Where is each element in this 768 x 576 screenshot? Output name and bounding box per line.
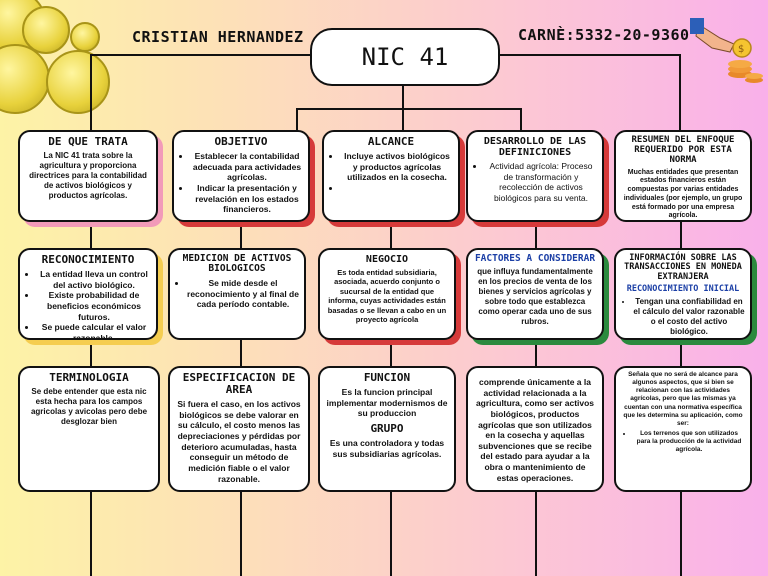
box-text: La NIC 41 trata sobre la agricultura y p… xyxy=(29,151,147,201)
comprende-box: comprende únicamente a la actividad rela… xyxy=(466,366,604,492)
connector-line xyxy=(90,492,92,576)
connector-line xyxy=(90,340,92,366)
moneda-box: INFORMACIÓN SOBRE LAS TRANSACCIONES EN M… xyxy=(614,248,752,340)
box-text: basadas o se llevan a cabo en un proyect… xyxy=(327,305,447,324)
box-text: Es la funcion principal implementar mode… xyxy=(326,387,448,419)
medicion-box: MEDICION DE ACTIVOS BIOLOGICOS Se mide d… xyxy=(168,248,306,340)
alcance-box: ALCANCE Incluye activos biológicos y pro… xyxy=(322,130,460,222)
box-text: Es una controladora y todas sus subsidia… xyxy=(329,438,445,459)
list-item: Establecer la contabilidad adecuada para… xyxy=(191,151,303,183)
connector-line xyxy=(240,222,242,248)
connector-line xyxy=(390,340,392,366)
list-item xyxy=(341,183,453,194)
box-title: TERMINOLOGIA xyxy=(49,371,129,384)
box-title: INFORMACIÓN SOBRE LAS TRANSACCIONES EN M… xyxy=(624,253,742,282)
box-title: DE QUE TRATA xyxy=(48,135,128,148)
connector-line xyxy=(680,340,682,366)
connector-line xyxy=(680,492,682,576)
coin-icon xyxy=(0,44,50,114)
connector-line xyxy=(402,82,404,108)
box-title: RECONOCIMIENTO xyxy=(41,253,135,266)
list-item: Existe probabilidad de beneficios económ… xyxy=(37,290,151,322)
especificacion-box: ESPECIFICACION DE AREA Si fuera el caso,… xyxy=(168,366,310,492)
carne-number: CARNÈ:5332-20-9360 xyxy=(518,26,690,44)
box-title: MEDICION DE ACTIVOS BIOLOGICOS xyxy=(182,253,292,275)
list-item: Se puede calcular el valor razonable. xyxy=(37,322,151,338)
box-text: comprende únicamente a la actividad rela… xyxy=(475,377,595,483)
box-title: NEGOCIO xyxy=(365,254,409,265)
coin-icon xyxy=(46,50,110,114)
list-item: La entidad lleva un control del activo b… xyxy=(37,269,151,290)
box-title: FUNCION xyxy=(363,371,411,384)
coin-icon xyxy=(22,6,70,54)
terminologia-box: TERMINOLOGIA Se debe entender que esta n… xyxy=(18,366,160,492)
box-title: ESPECIFICACION DE AREA xyxy=(182,371,296,397)
box-subtitle: RECONOCIMIENTO INICIAL xyxy=(626,284,740,295)
box-text: Se debe entender que esta nic esta hecha… xyxy=(30,387,148,427)
box-title: DESARROLLO DE LAS DEFINICIONES xyxy=(483,136,587,158)
box-title: FACTORES A CONSIDERAR xyxy=(474,253,596,264)
box-text: Muchas entidades que presentan estados f… xyxy=(623,168,743,220)
box-text: Si fuera el caso, en los activos biológi… xyxy=(177,399,301,484)
list-item: Los terrenos que son utilizados para la … xyxy=(633,430,745,454)
connector-line xyxy=(240,492,242,576)
definiciones-box: DESARROLLO DE LAS DEFINICIONES Actividad… xyxy=(466,130,604,222)
funcion-box: FUNCION Es la funcion principal implemen… xyxy=(318,366,456,492)
connector-line xyxy=(496,54,680,56)
list-item: Incluye activos biológicos y productos a… xyxy=(341,151,453,183)
que-trata-box: DE QUE TRATA La NIC 41 trata sobre la ag… xyxy=(18,130,158,222)
connector-line xyxy=(296,108,520,110)
box-title: OBJETIVO xyxy=(214,135,268,148)
list-item: Actividad agrícola: Proceso de transform… xyxy=(485,161,597,204)
box-text: Es toda entidad subsidiaria, asociada, a… xyxy=(328,268,446,306)
connector-line xyxy=(535,492,537,576)
svg-text:$: $ xyxy=(738,44,744,55)
box-title: GRUPO xyxy=(370,421,404,435)
connector-line xyxy=(296,108,298,130)
list-item: Tengan una confiabilidad en el cálculo d… xyxy=(633,297,745,337)
objetivo-box: OBJETIVO Establecer la contabilidad adec… xyxy=(172,130,310,222)
factores-box: FACTORES A CONSIDERAR que influya fundam… xyxy=(466,248,604,340)
connector-line xyxy=(520,108,522,130)
box-title: ALCANCE xyxy=(367,135,415,148)
connector-line xyxy=(90,54,92,130)
author-name: CRISTIAN HERNANDEZ xyxy=(132,28,304,46)
connector-line xyxy=(240,340,242,366)
connector-line xyxy=(679,54,681,130)
list-item: Indicar la presentación y revelación en … xyxy=(191,183,303,215)
resumen-box: RESUMEN DEL ENFOQUE REQUERIDO POR ESTA N… xyxy=(614,130,752,222)
connector-line xyxy=(535,340,537,366)
coin-icon xyxy=(70,22,100,52)
connector-line xyxy=(390,222,392,248)
connector-line xyxy=(90,54,310,56)
connector-line xyxy=(90,222,92,248)
alcance-extra-box: Señala que no será de alcance para algun… xyxy=(614,366,752,492)
main-title: NIC 41 xyxy=(310,28,500,86)
negocio-box: NEGOCIO Es toda entidad subsidiaria, aso… xyxy=(318,248,456,340)
hand-coin-icon: $ xyxy=(690,18,763,83)
box-text: Señala que no será de alcance para algun… xyxy=(623,371,743,427)
connector-line xyxy=(402,108,404,130)
reconocimiento-box: RECONOCIMIENTO La entidad lleva un contr… xyxy=(18,248,158,340)
connector-line xyxy=(390,492,392,576)
box-text: que influya fundamentalmente en los prec… xyxy=(477,267,593,327)
box-title: RESUMEN DEL ENFOQUE REQUERIDO POR ESTA N… xyxy=(631,135,735,165)
connector-line xyxy=(680,222,682,248)
list-item: Se mide desde el reconocimiento y al fin… xyxy=(187,278,299,310)
connector-line xyxy=(535,222,537,248)
